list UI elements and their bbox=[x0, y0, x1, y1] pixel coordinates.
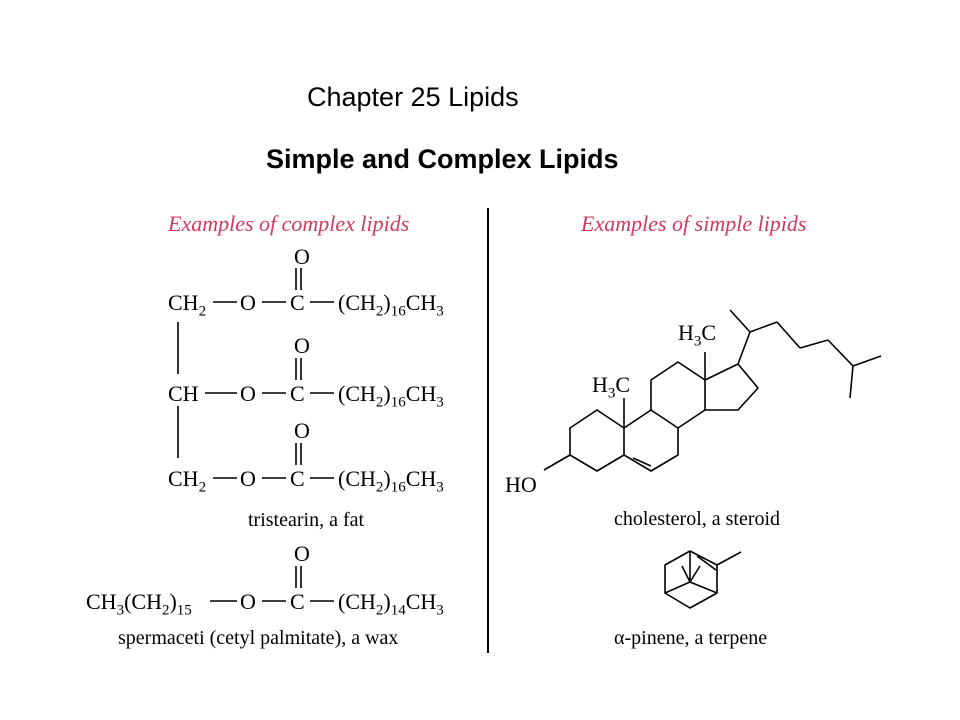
chain-close: ) bbox=[383, 290, 391, 315]
complex-lipids-heading: Examples of complex lipids bbox=[168, 211, 410, 236]
chain-end: CH bbox=[405, 466, 437, 491]
chain-end-sub: 3 bbox=[436, 394, 444, 411]
carbonyl-carbon-2: C bbox=[290, 381, 305, 406]
pinene-caption-text: -pinene, a terpene bbox=[624, 627, 768, 649]
tristearin-row-1: CH2 bbox=[168, 292, 206, 319]
methyl-c: C bbox=[701, 320, 717, 345]
cholesterol-methyl-c18: H3C bbox=[678, 322, 716, 349]
slide-title: Simple and Complex Lipids bbox=[266, 144, 619, 174]
alkyl-close: ) bbox=[169, 589, 177, 614]
chain-sub1: 2 bbox=[375, 303, 384, 320]
chain-count: 16 bbox=[390, 394, 406, 411]
chain-end: CH bbox=[405, 381, 437, 406]
chain-close: ) bbox=[383, 381, 391, 406]
alkyl-mid: (CH bbox=[124, 589, 162, 614]
chain-end: CH bbox=[405, 290, 437, 315]
methyl-sub: 3 bbox=[607, 385, 616, 402]
chain-end-sub: 3 bbox=[436, 303, 444, 320]
ch2-label: CH bbox=[168, 290, 199, 315]
carbonyl-carbon-1: C bbox=[290, 290, 305, 315]
acyl-chain-2: (CH2)16CH3 bbox=[338, 383, 444, 410]
methyl-h: H bbox=[678, 320, 694, 345]
spermaceti-caption: spermaceti (cetyl palmitate), a wax bbox=[118, 627, 399, 649]
chain-count: 16 bbox=[390, 479, 406, 496]
chain-close: ) bbox=[383, 589, 391, 614]
spermaceti-carbonyl-carbon: C bbox=[290, 589, 305, 614]
ester-oxygen-2: O bbox=[240, 381, 256, 406]
chain-end-sub: 3 bbox=[436, 602, 444, 619]
alpha-symbol: α bbox=[614, 627, 625, 649]
alkyl-mid-sub: 2 bbox=[161, 602, 170, 619]
cholesterol-caption: cholesterol, a steroid bbox=[614, 508, 781, 530]
alkyl-count: 15 bbox=[176, 602, 192, 619]
chapter-title: Chapter 25 Lipids bbox=[307, 82, 519, 112]
ester-oxygen-1: O bbox=[240, 290, 256, 315]
carbonyl-carbon-3: C bbox=[290, 466, 305, 491]
spermaceti-ester-oxygen: O bbox=[240, 589, 256, 614]
methyl-h: H bbox=[592, 372, 608, 397]
cholesterol-methyl-c19: H3C bbox=[592, 374, 630, 401]
chain-prefix: (CH bbox=[338, 589, 376, 614]
alkyl-pre-sub: 3 bbox=[116, 602, 125, 619]
chain-sub1: 2 bbox=[375, 394, 384, 411]
simple-lipids-heading: Examples of simple lipids bbox=[581, 211, 807, 236]
methyl-c: C bbox=[615, 372, 631, 397]
spermaceti-carbonyl-oxygen: O bbox=[294, 541, 310, 566]
chain-count: 14 bbox=[390, 602, 406, 619]
cholesterol-hydroxyl: HO bbox=[505, 472, 537, 497]
spermaceti-alkyl: CH3(CH2)15 bbox=[86, 591, 192, 618]
chain-close: ) bbox=[383, 466, 391, 491]
ch2-subscript: 2 bbox=[198, 479, 207, 496]
methyl-sub: 3 bbox=[693, 333, 702, 350]
ch2-label: CH bbox=[168, 466, 199, 491]
carbonyl-oxygen-1: O bbox=[294, 244, 310, 269]
column-divider bbox=[487, 208, 489, 653]
chain-end-sub: 3 bbox=[436, 479, 444, 496]
spermaceti-acyl-chain: (CH2)14CH3 bbox=[338, 591, 444, 618]
tristearin-caption: tristearin, a fat bbox=[248, 509, 365, 531]
pinene-caption: α-pinene, a terpene bbox=[614, 628, 767, 648]
acyl-chain-1: (CH2)16CH3 bbox=[338, 292, 444, 319]
tristearin-row-2: CH bbox=[168, 381, 199, 406]
chain-prefix: (CH bbox=[338, 381, 376, 406]
alkyl-prefix: CH bbox=[86, 589, 117, 614]
ch2-subscript: 2 bbox=[198, 303, 207, 320]
carbonyl-oxygen-3: O bbox=[294, 418, 310, 443]
acyl-chain-3: (CH2)16CH3 bbox=[338, 468, 444, 495]
chain-end: CH bbox=[405, 589, 437, 614]
chain-sub1: 2 bbox=[375, 479, 384, 496]
chain-prefix: (CH bbox=[338, 466, 376, 491]
chain-sub1: 2 bbox=[375, 602, 384, 619]
chain-count: 16 bbox=[390, 303, 406, 320]
carbonyl-oxygen-2: O bbox=[294, 333, 310, 358]
tristearin-row-3: CH2 bbox=[168, 468, 206, 495]
ester-oxygen-3: O bbox=[240, 466, 256, 491]
chain-prefix: (CH bbox=[338, 290, 376, 315]
